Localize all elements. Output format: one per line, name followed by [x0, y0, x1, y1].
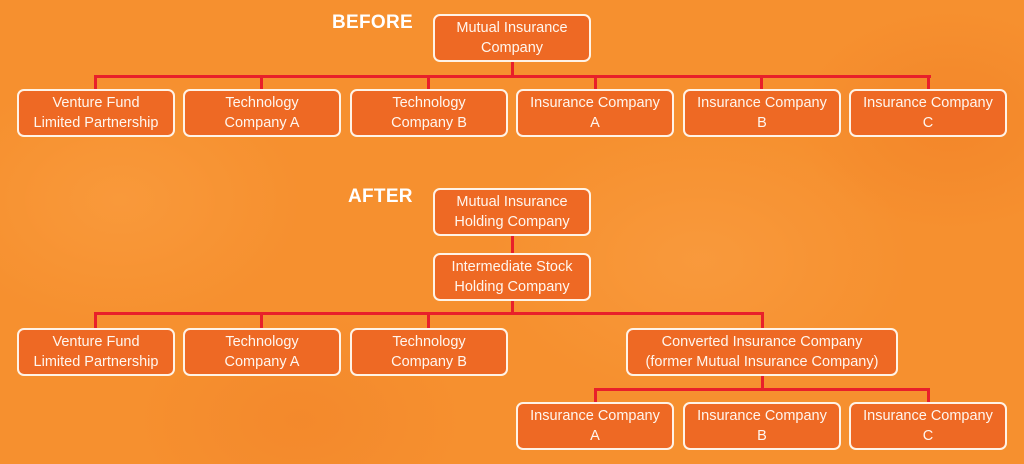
connector [927, 388, 930, 402]
before-child-technology-a: Technology Company A [183, 89, 341, 137]
connector [761, 312, 764, 328]
connector [761, 376, 764, 390]
after-heading: AFTER [348, 186, 413, 207]
before-child-insurance-c: Insurance Company C [849, 89, 1007, 137]
after-grandchild-insurance-c: Insurance Company C [849, 402, 1007, 450]
box-line: Technology [225, 334, 299, 350]
after-child-converted-insurance: Converted Insurance Company (former Mutu… [626, 328, 898, 376]
box-line: C [922, 428, 934, 444]
connector [94, 75, 931, 78]
box-line: Insurance Company [697, 408, 827, 424]
box-line: Venture Fund [52, 334, 140, 350]
box-line: Company A [224, 115, 300, 131]
box-line: A [590, 115, 600, 131]
connector [94, 75, 97, 89]
connector [594, 75, 597, 89]
box-line: Limited Partnership [33, 354, 159, 370]
box-line: Converted Insurance Company [661, 334, 863, 350]
after-child-venture-fund: Venture Fund Limited Partnership [17, 328, 175, 376]
box-line: A [590, 428, 600, 444]
connector [260, 75, 263, 89]
box-line: Intermediate Stock [451, 259, 573, 275]
connector [594, 388, 930, 391]
box-line: Insurance Company [530, 408, 660, 424]
box-line: Company A [224, 354, 300, 370]
box-line: Mutual Insurance [456, 20, 568, 36]
connector [94, 312, 97, 328]
box-line: Company B [391, 115, 467, 131]
box-line: B [757, 115, 767, 131]
box-line: Limited Partnership [33, 115, 159, 131]
after-grandchild-insurance-a: Insurance Company A [516, 402, 674, 450]
connector [511, 62, 514, 77]
box-line: C [922, 115, 934, 131]
box-line: Technology [392, 334, 466, 350]
connector [511, 236, 514, 253]
box-line: Holding Company [454, 279, 570, 295]
box-line: Venture Fund [52, 95, 140, 111]
box-line: Holding Company [454, 214, 570, 230]
after-intermediate-box: Intermediate Stock Holding Company [433, 253, 591, 301]
box-line: Technology [225, 95, 299, 111]
box-line: Insurance Company [530, 95, 660, 111]
box-line: B [757, 428, 767, 444]
before-heading: BEFORE [332, 12, 413, 33]
connector [260, 312, 263, 328]
before-child-insurance-b: Insurance Company B [683, 89, 841, 137]
before-child-insurance-a: Insurance Company A [516, 89, 674, 137]
connector [760, 75, 763, 89]
box-line: Insurance Company [863, 408, 993, 424]
box-line: (former Mutual Insurance Company) [645, 354, 879, 370]
before-child-technology-b: Technology Company B [350, 89, 508, 137]
box-line: Insurance Company [863, 95, 993, 111]
before-root-box: Mutual Insurance Company [433, 14, 591, 62]
after-grandchild-insurance-b: Insurance Company B [683, 402, 841, 450]
box-line: Company B [391, 354, 467, 370]
box-line: Insurance Company [697, 95, 827, 111]
after-child-technology-b: Technology Company B [350, 328, 508, 376]
connector [594, 388, 597, 402]
box-line: Mutual Insurance [456, 194, 568, 210]
before-child-venture-fund: Venture Fund Limited Partnership [17, 89, 175, 137]
connector [927, 75, 930, 89]
connector [427, 312, 430, 328]
connector [427, 75, 430, 89]
after-root-box: Mutual Insurance Holding Company [433, 188, 591, 236]
box-line: Company [480, 40, 544, 56]
box-line: Technology [392, 95, 466, 111]
connector [511, 301, 514, 315]
after-child-technology-a: Technology Company A [183, 328, 341, 376]
